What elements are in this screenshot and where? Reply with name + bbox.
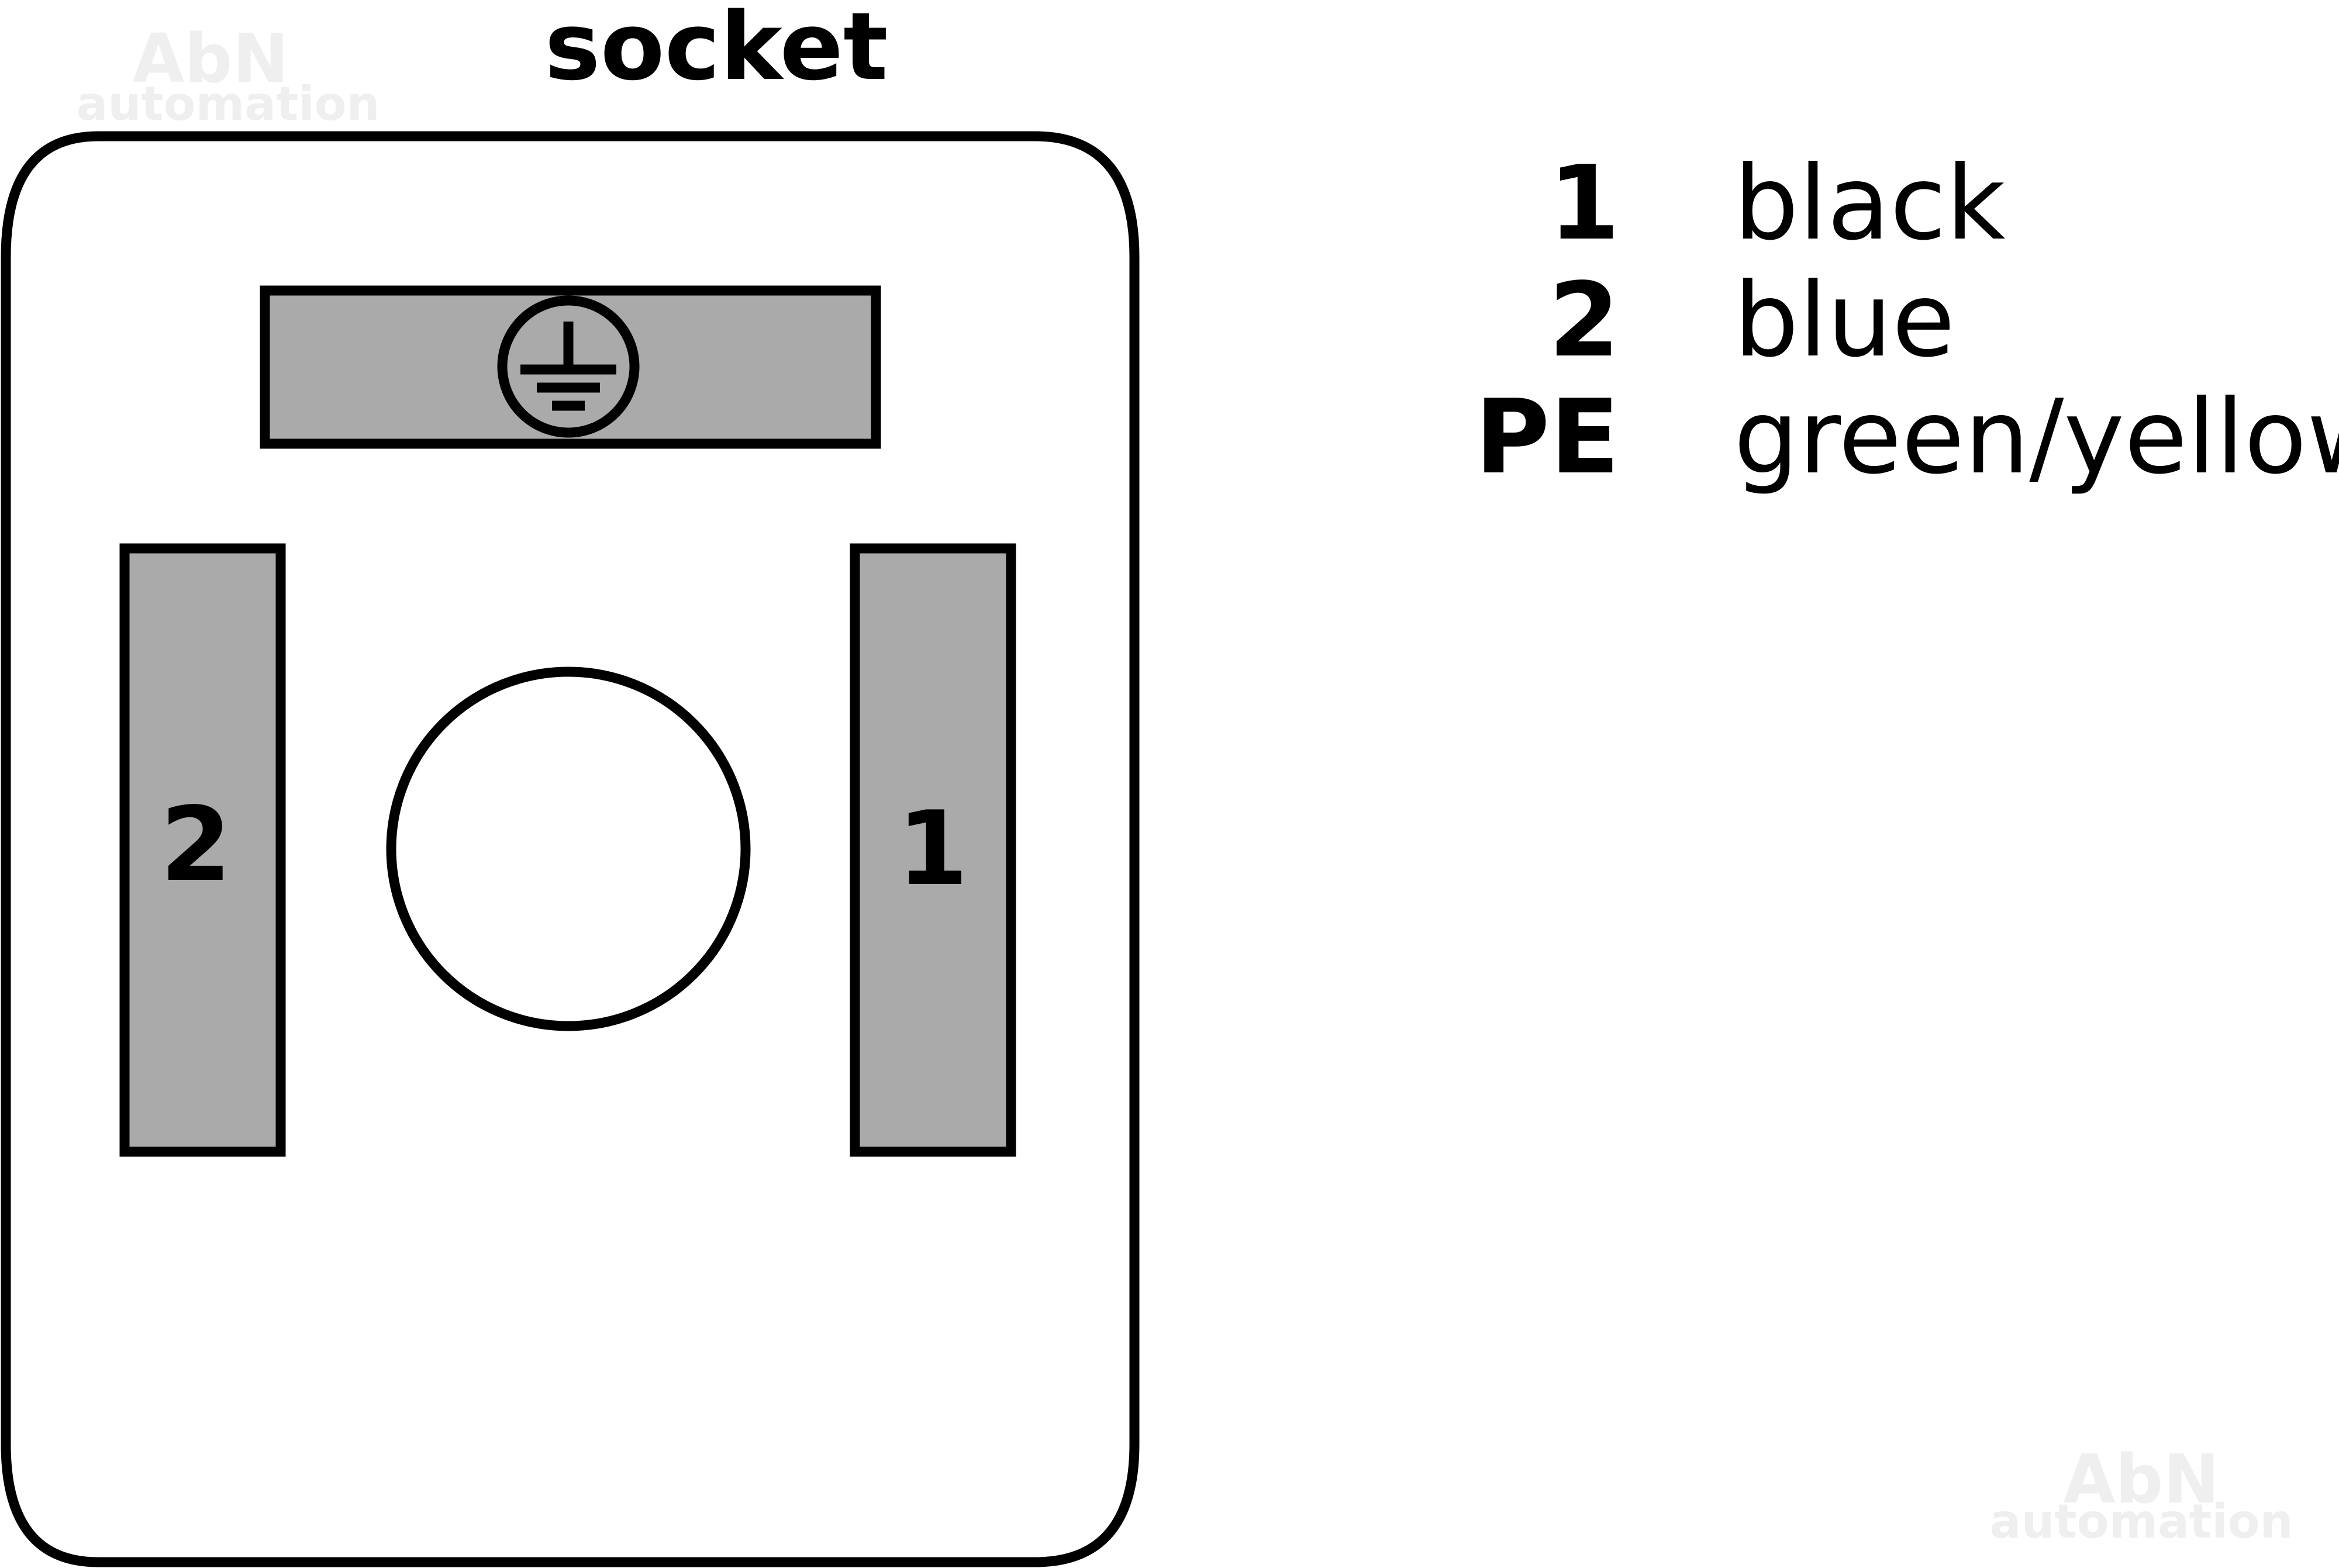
watermark-sub-text: automation xyxy=(1989,1494,2293,1549)
legend-pin-2: 2 xyxy=(1548,261,1620,380)
protective-earth-icon xyxy=(497,295,640,438)
watermark-top-left: AbN automation xyxy=(76,20,380,131)
legend-color-1: black xyxy=(1734,144,2006,263)
legend-color-2: blue xyxy=(1734,261,1955,380)
legend-color-pe: green/yellow xyxy=(1734,378,2339,497)
center-hole xyxy=(386,666,751,1031)
socket-title: socket xyxy=(544,0,888,101)
pin-2-contact xyxy=(119,543,286,1157)
wire-color-legend: 1 black 2 blue PE green/yellow xyxy=(1475,144,2339,497)
pin-2-label: 2 xyxy=(160,786,232,904)
legend-pin-1: 1 xyxy=(1548,144,1620,263)
pin-1-contact xyxy=(850,543,1016,1157)
pin-1-label: 1 xyxy=(897,790,968,909)
watermark-logo-text: AbN xyxy=(132,20,289,98)
watermark-sub-text: automation xyxy=(76,77,380,131)
legend-pin-pe: PE xyxy=(1475,378,1620,497)
watermark-logo-text: AbN xyxy=(2063,1441,2220,1519)
watermark-bottom-right: AbN automation xyxy=(1989,1441,2293,1549)
